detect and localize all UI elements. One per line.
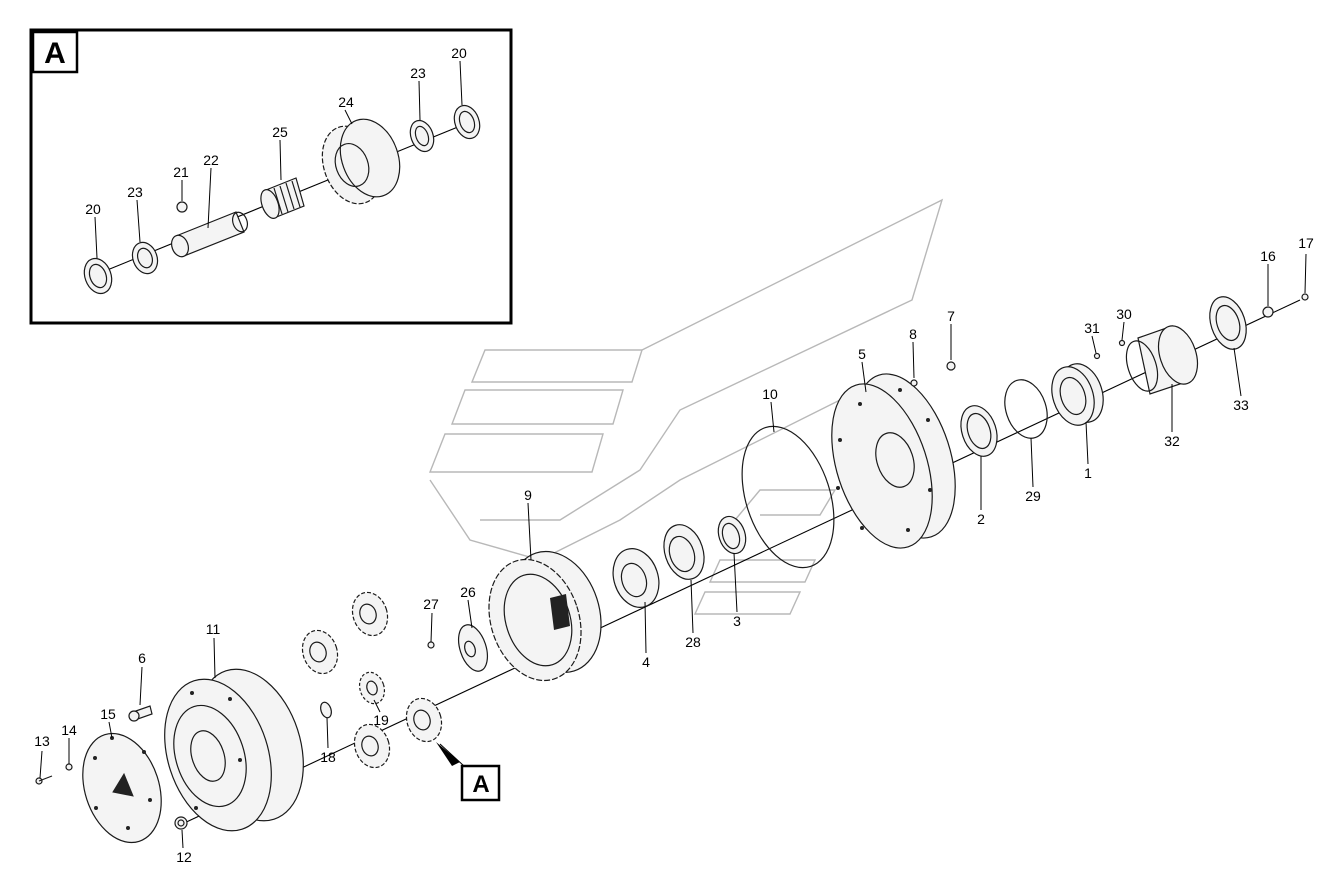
callout-2: 2 <box>977 511 985 527</box>
part-6-plug <box>128 705 153 722</box>
callout-28: 28 <box>685 634 701 650</box>
part-1-bearing <box>1051 363 1104 426</box>
part-7-bolt <box>946 361 956 371</box>
part-23-washer-right <box>409 119 435 153</box>
callout-23: 23 <box>410 65 426 81</box>
callout-1: 1 <box>1084 465 1092 481</box>
part-12-plug <box>174 816 188 830</box>
planet-gear-right <box>405 697 443 743</box>
callout-20: 20 <box>85 201 101 217</box>
part-4-bearing <box>612 548 660 608</box>
part-16-plug <box>1262 306 1274 318</box>
part-11-planet-carrier <box>164 668 304 832</box>
part-9-ring-gear <box>488 550 602 682</box>
callout-14: 14 <box>61 722 77 738</box>
part-27-bolt <box>427 641 435 649</box>
part-31-pin <box>1093 352 1101 360</box>
callout-20: 20 <box>451 45 467 61</box>
callout-12: 12 <box>176 849 192 865</box>
callout-23: 23 <box>127 184 143 200</box>
callout-32: 32 <box>1164 433 1180 449</box>
reference-tag: A <box>472 771 489 798</box>
part-24-planet-gear <box>321 118 401 205</box>
part-32-hub-cap <box>1125 325 1199 395</box>
callout-18: 18 <box>320 749 336 765</box>
part-20-snap-ring-right <box>453 104 481 140</box>
callout-5: 5 <box>858 346 866 362</box>
callout-22: 22 <box>203 152 219 168</box>
callout-26: 26 <box>460 584 476 600</box>
callout-6: 6 <box>138 650 146 666</box>
callout-11: 11 <box>206 621 221 637</box>
callout-3: 3 <box>733 613 741 629</box>
part-3-ring <box>717 515 747 555</box>
part-2-seal <box>960 405 998 457</box>
callout-8: 8 <box>909 326 917 342</box>
callout-4: 4 <box>642 654 650 670</box>
detail-reference-a[interactable]: A <box>436 742 501 802</box>
part-18-washer <box>320 701 332 719</box>
callout-33: 33 <box>1233 397 1249 413</box>
part-5-wheel-hub <box>831 373 956 549</box>
callout-30: 30 <box>1116 306 1132 322</box>
watermark-logo <box>428 198 944 615</box>
planet-gear-left <box>301 629 339 675</box>
callout-10: 10 <box>762 386 778 402</box>
callout-17: 17 <box>1298 235 1314 251</box>
detail-frame <box>29 28 513 325</box>
part-19-sun-gear <box>358 671 386 705</box>
part-20-snap-ring-left <box>83 257 113 295</box>
callout-7: 7 <box>947 308 955 324</box>
part-25-needle-bearing <box>260 177 305 219</box>
part-23-washer-left <box>131 241 159 275</box>
part-26-thrust-plate <box>457 624 489 672</box>
callout-24: 24 <box>338 94 354 110</box>
part-28-bearing-cup <box>663 524 705 580</box>
planet-gear-bottom <box>353 723 391 769</box>
part-10-o-ring <box>741 425 835 569</box>
callout-29: 29 <box>1025 488 1041 504</box>
callout-9: 9 <box>524 487 532 503</box>
detail-tag: A <box>44 37 66 70</box>
part-30-pin <box>1118 339 1126 347</box>
callout-31: 31 <box>1084 320 1100 336</box>
callout-25: 25 <box>272 124 288 140</box>
part-14-washer <box>65 763 73 771</box>
part-33-seal <box>1209 296 1247 350</box>
planet-gear-top <box>351 591 389 637</box>
callout-16: 16 <box>1260 248 1276 264</box>
callout-27: 27 <box>423 596 439 612</box>
part-15-cover-plate <box>82 732 162 844</box>
part-22-pin <box>170 211 249 258</box>
callout-13: 13 <box>34 733 50 749</box>
callout-15: 15 <box>100 706 116 722</box>
part-21-ball <box>176 201 188 213</box>
part-13-screw <box>35 775 53 785</box>
part-29-ring <box>1004 379 1048 439</box>
callout-21: 21 <box>173 164 189 180</box>
detail-view-a: A <box>29 28 513 325</box>
callout-19: 19 <box>373 712 389 728</box>
detail-tag-box <box>31 30 79 74</box>
part-8-washer <box>910 379 918 387</box>
leader-lines <box>39 253 1307 849</box>
part-17-ball <box>1301 293 1309 301</box>
